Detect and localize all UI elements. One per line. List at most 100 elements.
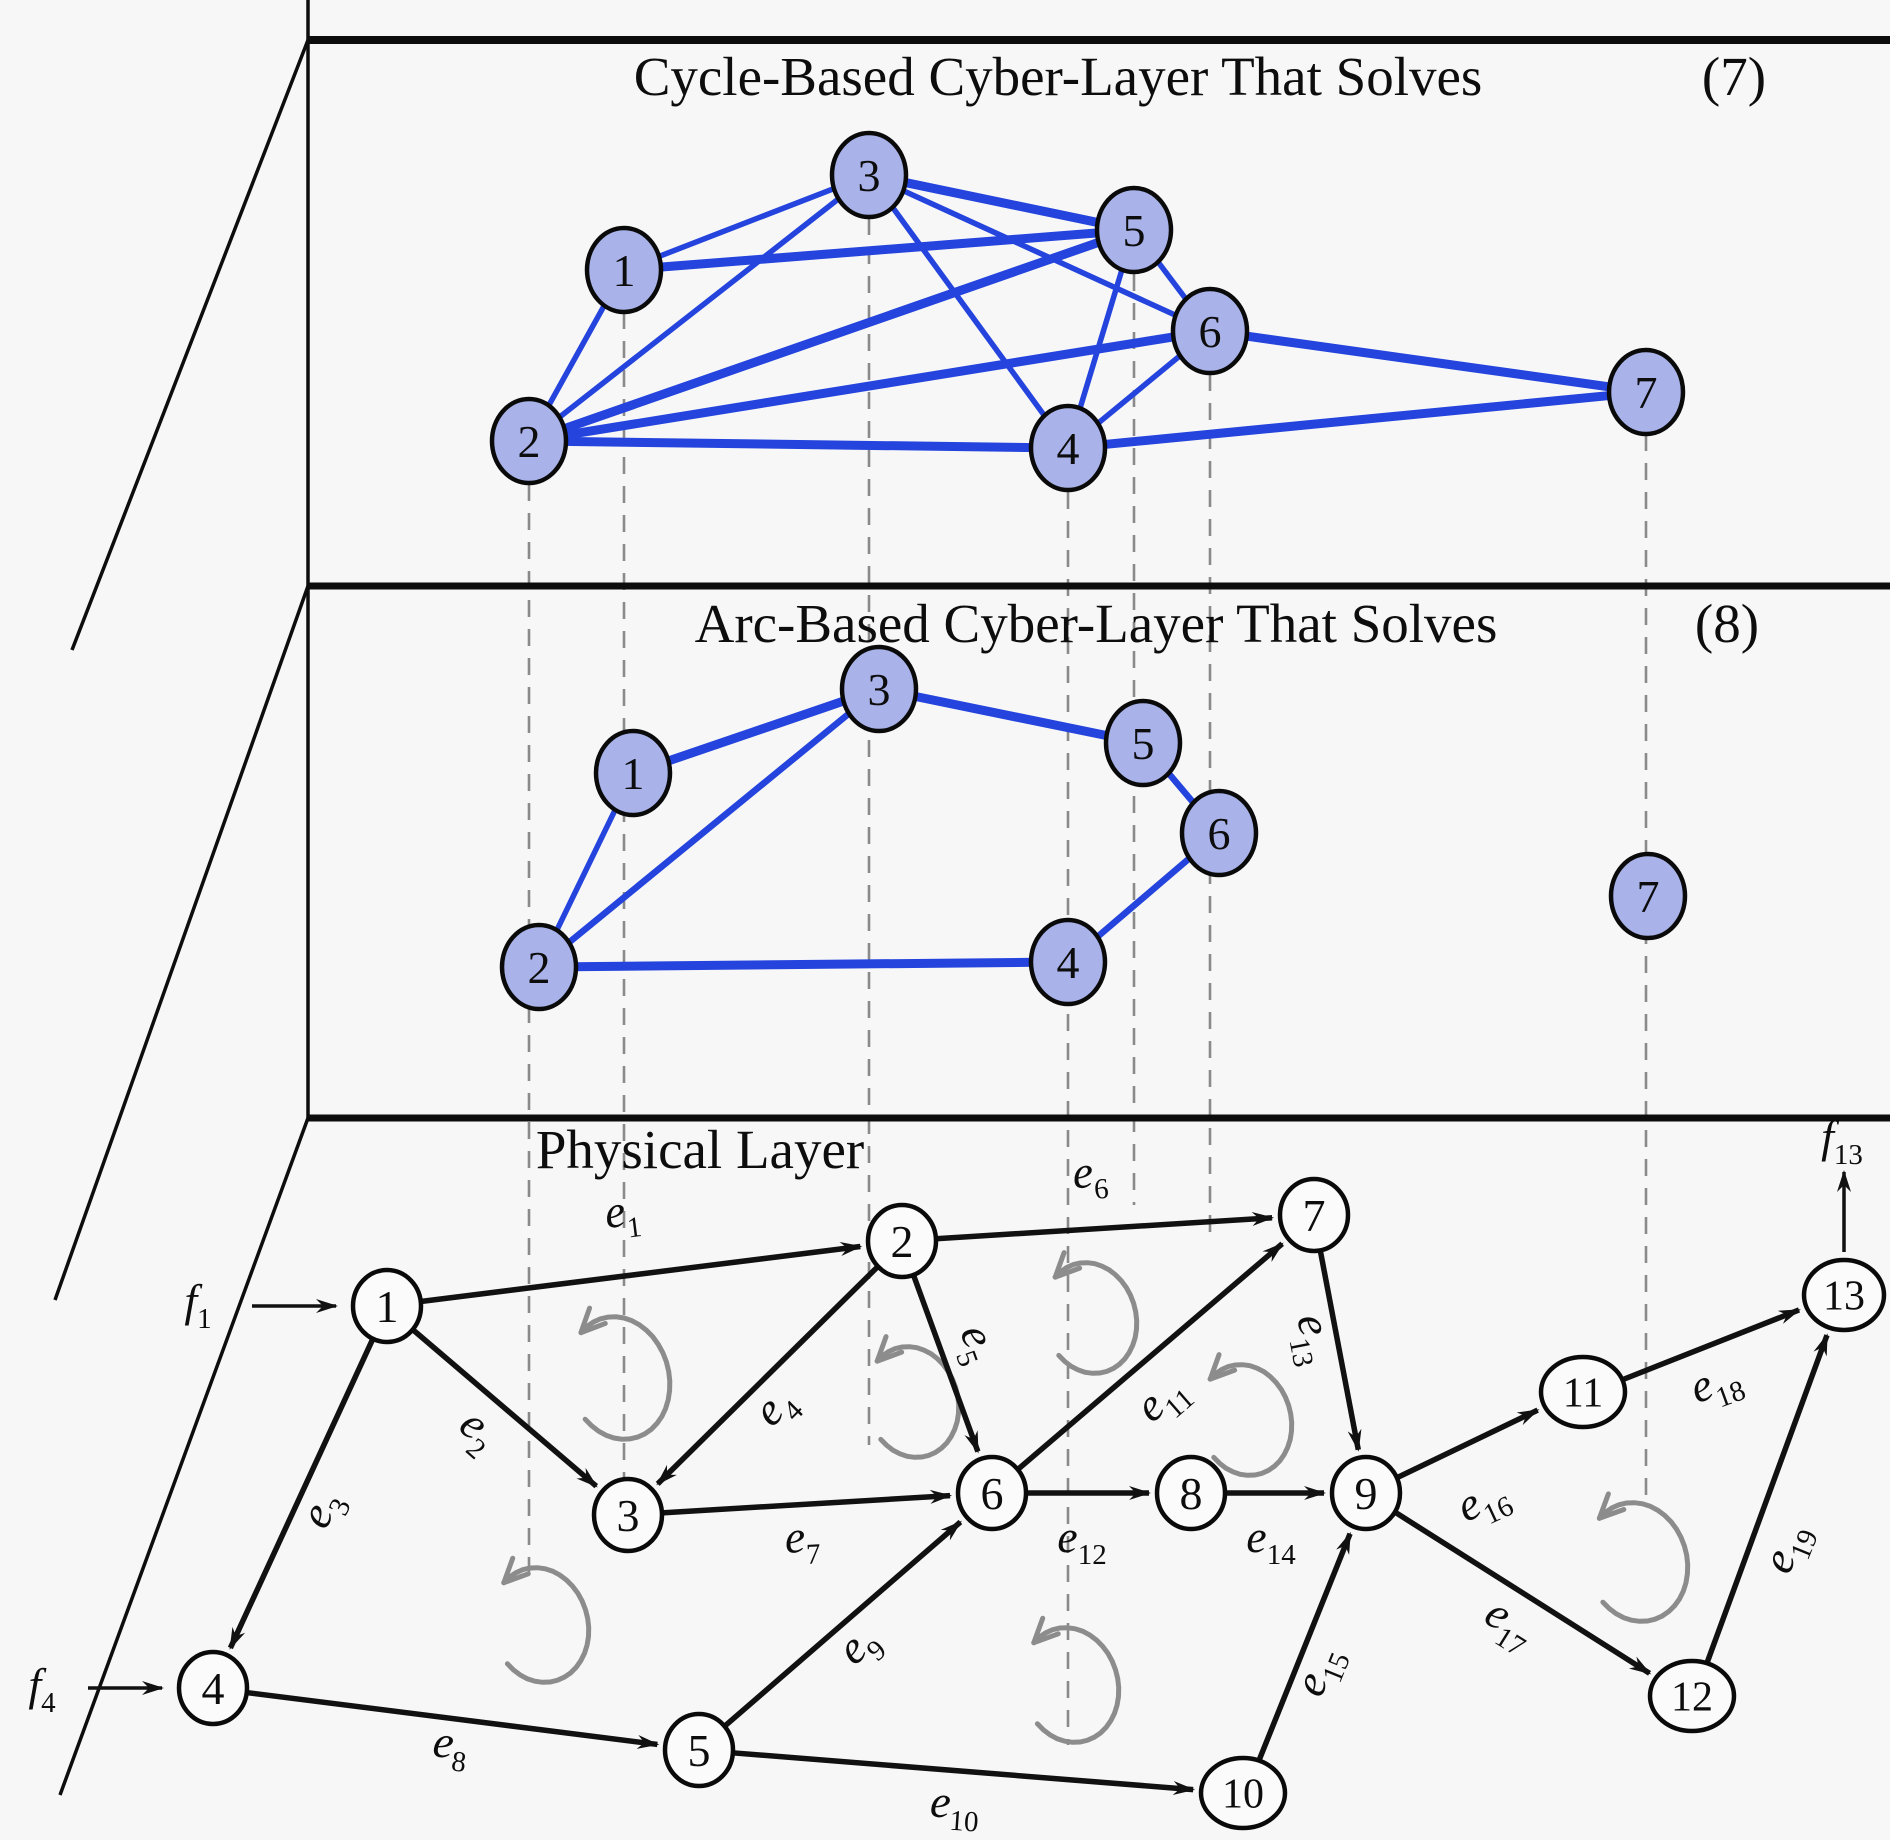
cycle_layer-node-3 bbox=[829, 130, 909, 220]
edge-label-e6-symbol: e bbox=[1071, 1146, 1095, 1198]
physical-node-13 bbox=[1801, 1257, 1887, 1333]
cycle_layer-edges bbox=[542, 177, 1618, 453]
physical-node-label: 2 bbox=[891, 1216, 914, 1267]
frame-diagonal-2 bbox=[53, 585, 310, 1301]
physical-node-label: 13 bbox=[1823, 1274, 1865, 1320]
cycle-direction-arrowhead bbox=[578, 1320, 608, 1336]
physical-node-label: 3 bbox=[617, 1490, 640, 1541]
physical-node-label: 5 bbox=[688, 1725, 711, 1776]
perspective-frame bbox=[53, 0, 1890, 1796]
cycle-direction-arrowhead bbox=[1596, 1491, 1611, 1521]
edge-label-e9: e9 bbox=[827, 1613, 893, 1681]
layer-titles: Cycle-Based Cyber-Layer That Solves (7) Ar… bbox=[536, 46, 1766, 1180]
cycle_layer-node-label: 6 bbox=[1199, 306, 1222, 357]
edge-label-e12-subscript: 12 bbox=[1078, 1539, 1107, 1571]
edge-label-e14-subscript: 14 bbox=[1267, 1539, 1297, 1571]
edge-label-e16: e16 bbox=[1448, 1464, 1518, 1539]
arc_layer-node-label: 4 bbox=[1057, 937, 1080, 988]
edge-label-e14-symbol: e bbox=[1246, 1511, 1266, 1562]
physical-edge-e5-2-to-6 bbox=[910, 1272, 981, 1454]
cycle_layer-node-label: 5 bbox=[1123, 205, 1146, 256]
cycle-direction-arrow-5 bbox=[1052, 1260, 1140, 1376]
cycle-direction-arrowhead bbox=[1031, 1631, 1061, 1646]
cycle-direction-arrowhead bbox=[1052, 1250, 1067, 1280]
cycle-direction-arrow-7 bbox=[1596, 1500, 1691, 1624]
physical-node-8 bbox=[1154, 1454, 1228, 1532]
cycle-direction-arrow-1 bbox=[578, 1314, 673, 1442]
physical-edge-e7-3-to-6 bbox=[659, 1489, 953, 1516]
edge-label-e12: e12 bbox=[1057, 1511, 1106, 1571]
edge-label-e18: e18 bbox=[1683, 1348, 1750, 1421]
physical-node-11 bbox=[1538, 1354, 1628, 1430]
cycle_layer-edge-1-5 bbox=[652, 228, 1106, 272]
physical-node-label: 7 bbox=[1303, 1190, 1326, 1241]
cycle_layer-edge-3-4 bbox=[885, 198, 1052, 425]
cycle_layer-node-label: 1 bbox=[613, 245, 636, 296]
arc_layer-edge-2-3 bbox=[561, 706, 857, 950]
physical-edge-e1-1-to-2 bbox=[418, 1242, 863, 1305]
arc_layer-node-label: 1 bbox=[622, 748, 645, 799]
physical-edge-e16-9-to-11 bbox=[1393, 1407, 1540, 1482]
flow-label-f1: f1 bbox=[184, 1275, 211, 1335]
edge-label-e5: e5 bbox=[942, 1318, 1010, 1371]
edge-label-e8: e8 bbox=[429, 1715, 471, 1779]
cycle-layer-title: Cycle-Based Cyber-Layer That Solves bbox=[634, 46, 1483, 107]
physical-node-6 bbox=[955, 1454, 1029, 1532]
physical-edge-e4-2-to-3 bbox=[655, 1263, 882, 1486]
cycle-direction-arrow-2 bbox=[501, 1565, 592, 1685]
arc_layer-node-5 bbox=[1103, 698, 1183, 788]
edge-label-e15: e15 bbox=[1283, 1638, 1357, 1706]
edge-label-e1-subscript: 1 bbox=[625, 1211, 643, 1245]
physical-edge-e18-11-to-13 bbox=[1619, 1307, 1801, 1384]
physical-node-7 bbox=[1277, 1176, 1351, 1254]
flow-label-f13-subscript: 13 bbox=[1834, 1139, 1863, 1171]
physical-node-10 bbox=[1198, 1755, 1288, 1831]
physical-edge-e9-5-to-6 bbox=[721, 1519, 963, 1730]
edge-label-e6-subscript: 6 bbox=[1093, 1173, 1110, 1206]
arc-layer-equation-ref: (8) bbox=[1695, 593, 1759, 654]
edge-label-e10-subscript: 10 bbox=[948, 1805, 979, 1839]
edge-label-e8-subscript: 8 bbox=[450, 1745, 468, 1779]
edge-label-e7: e7 bbox=[783, 1510, 821, 1572]
physical-node-label: 1 bbox=[376, 1281, 399, 1332]
frame-diagonal-3 bbox=[58, 1117, 310, 1796]
frame-diagonal-1 bbox=[70, 39, 310, 651]
cycle-direction-arrowhead bbox=[501, 1571, 531, 1586]
cycle_layer-edge-2-6 bbox=[557, 331, 1182, 441]
arc-layer-title: Arc-Based Cyber-Layer That Solves bbox=[695, 593, 1498, 654]
cycle-layer-equation-ref: (7) bbox=[1702, 46, 1766, 107]
flow-label-f4-subscript: 4 bbox=[41, 1687, 56, 1719]
arc_layer-node-label: 6 bbox=[1208, 808, 1231, 859]
arc_layer-node-label: 7 bbox=[1637, 871, 1660, 922]
edge-label-e6: e6 bbox=[1071, 1145, 1110, 1207]
physical-node-4 bbox=[176, 1649, 250, 1727]
cycle_layer-node-label: 2 bbox=[518, 416, 541, 467]
arc_layer-edge-3-5 bbox=[906, 691, 1116, 741]
cycle_layer-node-2 bbox=[489, 396, 569, 486]
edge-label-e13-subscript: 13 bbox=[1283, 1335, 1320, 1370]
edge-label-e18-subscript: 18 bbox=[1712, 1374, 1750, 1414]
cycle-direction-arrowhead bbox=[1596, 1506, 1627, 1521]
cycle-direction-arrowhead bbox=[1031, 1615, 1046, 1646]
cycle-direction-arrowhead bbox=[578, 1305, 593, 1336]
physical-edge-e2-1-to-3 bbox=[409, 1326, 599, 1489]
cycle_layer-edge-2-3 bbox=[552, 192, 846, 424]
arc_layer-edge-1-3 bbox=[659, 695, 853, 767]
physical-edges bbox=[227, 1212, 1830, 1795]
arc_layer-edge-2-4 bbox=[567, 957, 1040, 972]
cycle_layer-edge-1-3 bbox=[652, 184, 841, 261]
physical-edge-e19-12-to-13 bbox=[1703, 1333, 1830, 1667]
cycle_layer-edge-1-2 bbox=[542, 296, 611, 415]
arc_layer-edge-4-6 bbox=[1089, 851, 1198, 944]
cycle_layer-edge-4-7 bbox=[1096, 390, 1618, 450]
cycle-direction-arrow-6 bbox=[1207, 1362, 1295, 1478]
cycle_layer-node-7 bbox=[1606, 347, 1686, 437]
physical-node-3 bbox=[591, 1476, 665, 1554]
arc_layer-node-3 bbox=[839, 644, 919, 734]
physical-node-label: 6 bbox=[981, 1468, 1004, 1519]
cycle-direction-arrowhead bbox=[501, 1555, 516, 1586]
physical-node-5 bbox=[662, 1711, 736, 1789]
arc_layer-node-7 bbox=[1608, 851, 1688, 941]
